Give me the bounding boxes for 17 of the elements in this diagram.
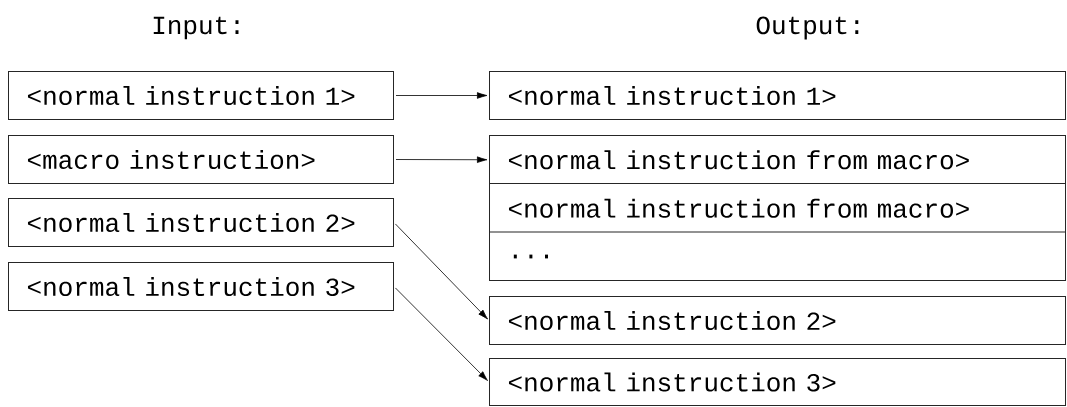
- instruction-box: <normal instruction 1>: [489, 71, 1066, 120]
- arrow: [395, 156, 488, 163]
- list-row: ...: [513, 254, 548, 259]
- instruction-box: <normal instruction 3>: [489, 358, 1066, 406]
- column-heading: Output:: [756, 16, 859, 40]
- instruction-box: <normal instruction 2>: [8, 198, 394, 247]
- group-box: [489, 135, 1066, 281]
- instruction-box: <normal instruction 1>: [8, 71, 394, 120]
- list-row: <normal instruction from macro>: [509, 198, 969, 218]
- instruction-box: <normal instruction 2>: [489, 296, 1066, 345]
- instruction-box: <macro instruction>: [8, 135, 394, 184]
- arrow: [395, 223, 488, 320]
- arrow: [395, 92, 488, 99]
- list-row: <normal instruction from macro>: [509, 150, 969, 170]
- instruction-box: <normal instruction 3>: [8, 262, 394, 311]
- arrow: [395, 287, 488, 381]
- column-heading: Input:: [153, 16, 239, 40]
